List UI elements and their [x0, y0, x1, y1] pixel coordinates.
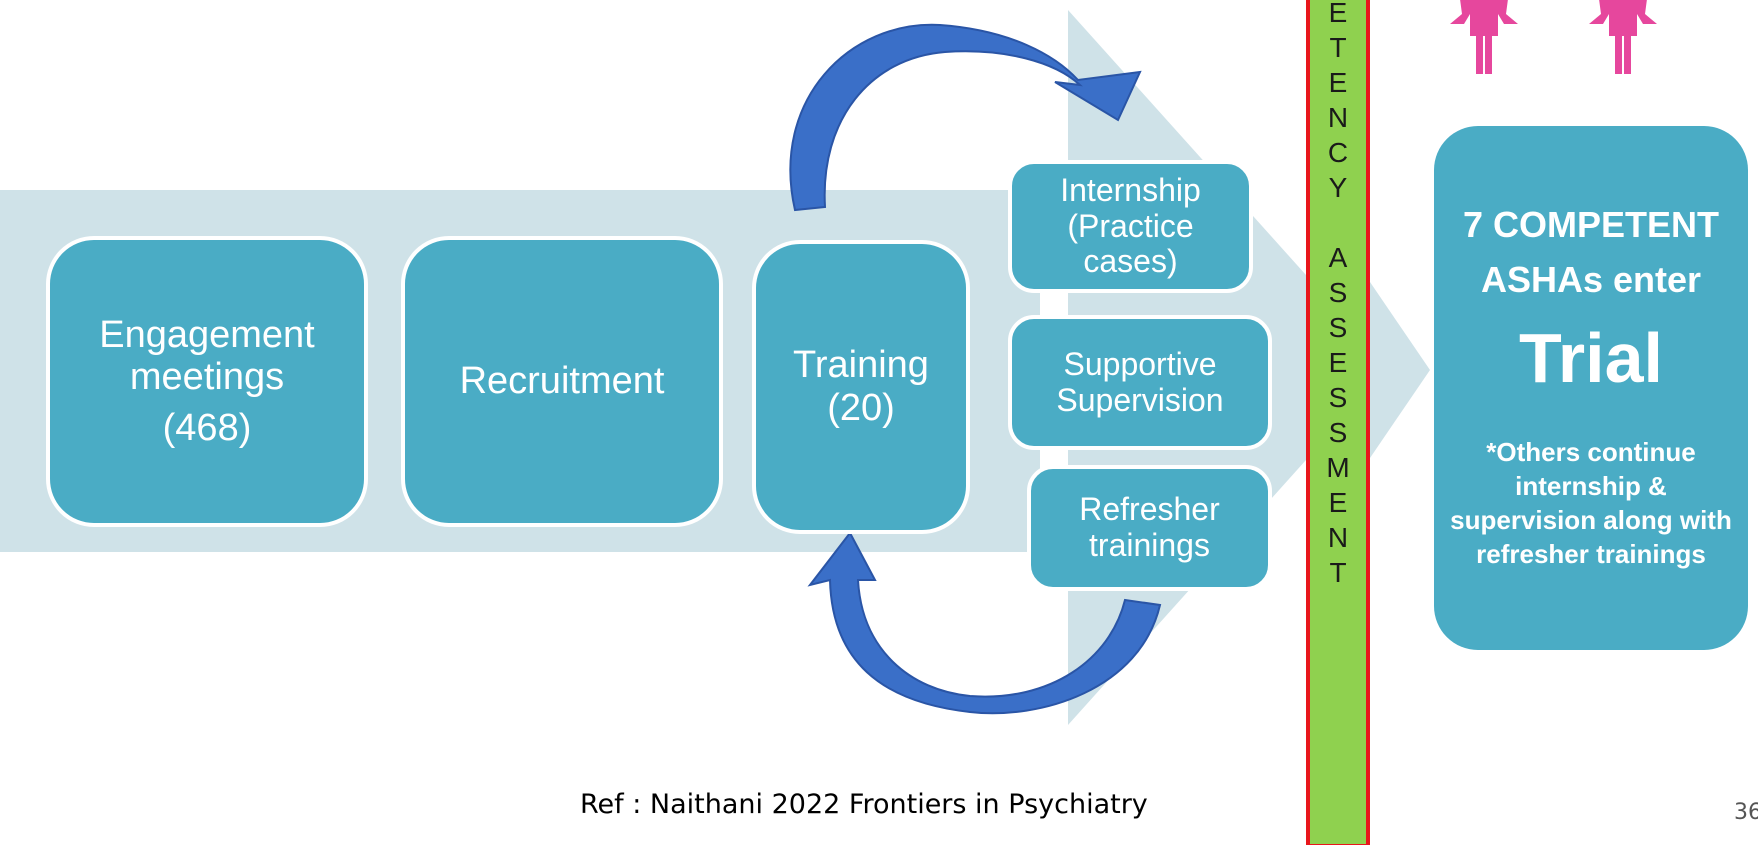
result-box: 7 COMPETENT ASHAs enter Trial *Others co… — [1434, 126, 1748, 650]
supervision-title: Supportive Supervision — [1056, 345, 1224, 418]
competency-letter: E — [1328, 67, 1348, 98]
training-count: (20) — [827, 387, 895, 429]
competent-count: 7 COMPETENT — [1462, 204, 1720, 245]
competency-letter: S — [1328, 382, 1348, 413]
slide-number: 36 — [1734, 800, 1758, 825]
curved-arrow-icon — [807, 531, 1162, 715]
ashas-enter: ASHAs enter — [1480, 259, 1702, 300]
competency-letter — [1310, 205, 1366, 240]
others-note: *Others continue internship & supervisio… — [1450, 437, 1732, 569]
competency-letter: S — [1328, 417, 1348, 448]
training-box: Training (20) — [752, 240, 970, 534]
competency-letter: A — [1328, 242, 1348, 273]
recruitment-box: Recruitment — [401, 236, 723, 527]
competency-letter: N — [1327, 102, 1349, 133]
recruitment-title: Recruitment — [459, 360, 665, 403]
competency-letter: E — [1328, 0, 1348, 28]
competency-letter: Y — [1328, 172, 1348, 203]
competency-letter: S — [1328, 312, 1348, 343]
competency-letter: E — [1328, 487, 1348, 518]
person-icon — [1589, 0, 1657, 74]
engagement-meetings-box: Engagement meetings (468) — [46, 236, 368, 527]
competency-letter: M — [1326, 452, 1350, 483]
engagement-count: (468) — [162, 406, 252, 449]
internship-title: Internship (Practice cases) — [1060, 171, 1201, 280]
reference-citation: Ref : Naithani 2022 Frontiers in Psychia… — [580, 789, 1148, 820]
competency-letter: E — [1328, 347, 1348, 378]
competency-letter: N — [1327, 522, 1349, 553]
competency-letter: S — [1328, 277, 1348, 308]
person-icon — [1450, 0, 1518, 74]
engagement-title: Engagement meetings — [99, 313, 315, 399]
competency-letter: C — [1327, 137, 1349, 168]
competency-letter: T — [1329, 557, 1347, 588]
internship-box: Internship (Practice cases) — [1008, 160, 1253, 293]
competency-letter: T — [1329, 32, 1347, 63]
trial-label: Trial — [1519, 319, 1663, 397]
chevron-arrow-small — [1370, 282, 1430, 458]
curved-arrow-icon — [789, 23, 1142, 212]
refresher-trainings-box: Refresher trainings — [1027, 465, 1272, 591]
refresher-title: Refresher trainings — [1079, 491, 1220, 563]
training-title: Training — [793, 344, 929, 387]
supportive-supervision-box: Supportive Supervision — [1008, 315, 1272, 450]
